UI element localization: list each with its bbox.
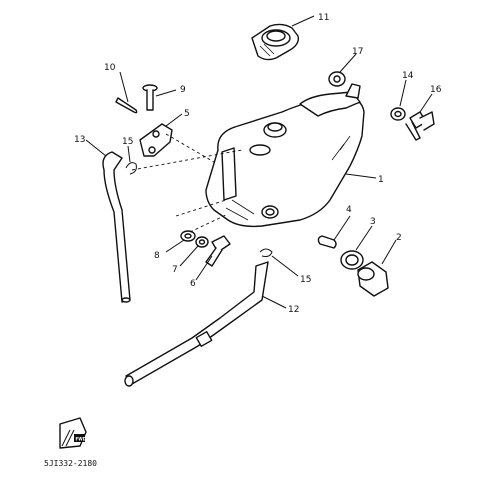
diagram-code: 5JI332-2180 — [44, 459, 97, 468]
callout-5: 5 — [184, 109, 190, 119]
callout-13: 13 — [74, 135, 85, 145]
callout-8: 8 — [154, 251, 160, 261]
callout-6: 6 — [190, 279, 196, 289]
callout-1: 1 — [378, 175, 384, 185]
breather-hose-part — [102, 151, 131, 303]
gasket-part — [340, 250, 364, 270]
fwd-badge-text: FWD — [76, 437, 87, 442]
hose-clip-upper-part — [125, 162, 137, 175]
callout-17: 17 — [352, 47, 363, 57]
callout-12: 12 — [288, 305, 299, 315]
washer-14-part — [390, 107, 406, 121]
callout-4: 4 — [346, 205, 352, 215]
filler-cap-part — [251, 23, 300, 61]
bracket-part — [139, 123, 173, 157]
washer-part — [180, 230, 196, 242]
callout-labels: 11 17 14 16 1 10 9 5 13 15 4 3 2 8 7 6 1… — [74, 13, 442, 315]
lock-washer-part — [195, 236, 209, 248]
cotter-pin-part — [115, 97, 138, 114]
callout-14: 14 — [402, 71, 414, 81]
assembly-guide-lines — [131, 133, 243, 233]
wing-bolt-part — [405, 111, 435, 141]
leader-lines — [85, 15, 433, 309]
fuel-pipe-part — [124, 261, 269, 387]
grommet-part — [328, 71, 346, 87]
callout-2: 2 — [396, 233, 402, 243]
callout-15-lower: 15 — [300, 275, 311, 285]
callout-15-upper: 15 — [122, 137, 133, 147]
bolt-part — [205, 235, 231, 267]
callout-10: 10 — [104, 63, 116, 73]
fuel-tank-part — [205, 83, 365, 228]
fwd-badge: FWD — [59, 417, 87, 449]
callout-9: 9 — [180, 85, 186, 95]
clip-part — [317, 235, 337, 249]
callout-3: 3 — [370, 217, 376, 227]
callout-11: 11 — [318, 13, 329, 23]
hose-clip-lower-part — [259, 248, 273, 257]
plug-part — [357, 261, 389, 297]
callout-16: 16 — [430, 85, 442, 95]
callout-7: 7 — [172, 265, 178, 275]
pin-part — [142, 84, 158, 111]
